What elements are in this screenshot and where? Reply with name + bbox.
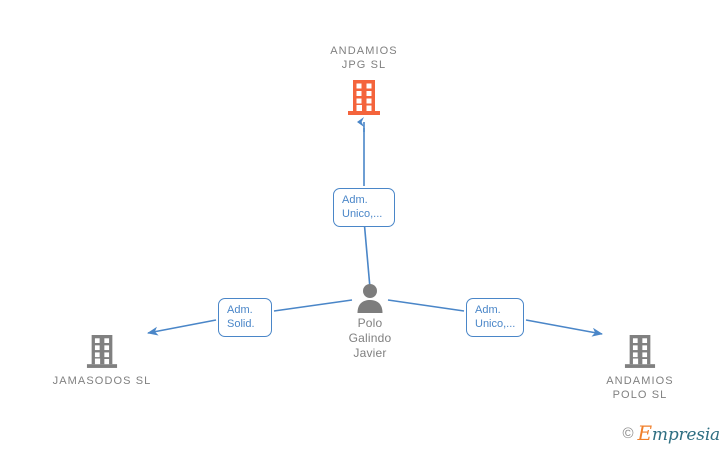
node-left-company[interactable]: JAMASODOS SL (22, 333, 182, 388)
relationship-label-person-to-left-company[interactable]: Adm. Solid. (218, 298, 272, 337)
node-root-company-label: ANDAMIOS JPG SL (330, 45, 398, 71)
brand-name: mpresia (651, 425, 720, 445)
node-right-company[interactable]: ANDAMIOS POLO SL (560, 333, 720, 402)
building-icon (348, 80, 380, 115)
building-icon (624, 335, 656, 368)
relationship-label-person-to-root-company[interactable]: Adm. Unico,... (333, 188, 395, 227)
edge-person-to-left-company (147, 299, 353, 336)
node-person-label: Polo Galindo Javier (348, 316, 392, 360)
person-icon (357, 284, 383, 313)
brand-initial: E (637, 421, 653, 445)
brand-logo: Empresia (638, 423, 721, 444)
edge-person-to-right-company (387, 299, 603, 337)
node-root-company[interactable]: ANDAMIOS JPG SL (284, 44, 444, 116)
node-person[interactable]: Polo Galindo Javier (290, 283, 450, 361)
edge-person-to-root-company (357, 117, 371, 289)
relationship-label-person-to-right-company[interactable]: Adm. Unico,... (466, 298, 524, 337)
copyright-icon: © (622, 425, 634, 442)
building-icon (86, 335, 118, 368)
node-right-company-label: ANDAMIOS POLO SL (606, 375, 674, 401)
watermark: © Empresia (622, 423, 720, 444)
node-left-company-label: JAMASODOS SL (52, 375, 152, 387)
